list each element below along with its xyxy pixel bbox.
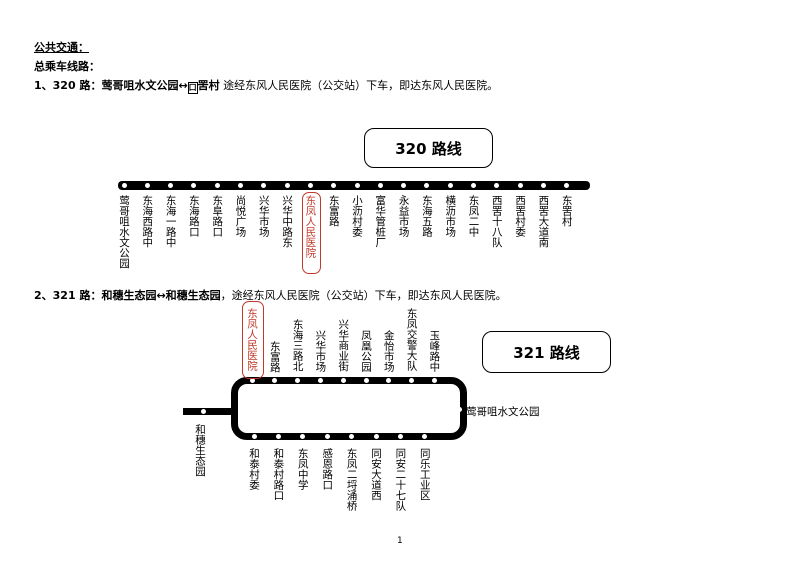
route320-stop: 东凤人民医院 [304, 195, 317, 258]
route320-stop-dot [238, 183, 243, 188]
route321-note: ，途经东风人民医院（公交站）下车，即达东风人民医院。 [220, 289, 507, 302]
route320-stop: 小沥村委 [351, 195, 363, 237]
route320-label: 320 路线 [395, 139, 462, 158]
route320-stop-dot [401, 183, 407, 188]
route320-note: 途经东风人民医院（公交站）下车，即达东风人民医院。 [219, 79, 499, 92]
route321-top-stop: 东富路 [268, 341, 281, 373]
route321-top-stop-dot [340, 378, 346, 383]
route320-stop-dot [261, 183, 267, 188]
route320-stop-dot [168, 183, 174, 188]
route320-stop: 西罟大道南 [537, 195, 550, 248]
route321-top-stop: 凤凰公园 [360, 330, 372, 372]
section-subtitle: 总乘车线路： [34, 60, 100, 73]
route321-bottom-stop-dot [275, 434, 281, 439]
route320-stop-dot [307, 183, 313, 188]
route321-top-stop-dot [272, 378, 278, 383]
route321-label: 321 路线 [513, 343, 580, 362]
route320-description: 1、320 路：莺哥咀水文公园↔口罟村 途经东风人民医院（公交站）下车，即达东风… [34, 77, 498, 94]
route320-stop: 尚悦广场 [234, 195, 247, 237]
route321-origin-dot [201, 409, 206, 414]
route321-bottom-stop-dot [422, 434, 428, 439]
route320-stop: 永益市场 [397, 195, 410, 237]
route321-bottom-stop: 和泰村委 [248, 448, 260, 490]
route321-top-stop-dot [363, 378, 369, 383]
route320-stop: 横沥市场 [444, 195, 457, 237]
route321-bottom-stop: 东凤二埒涌桥 [345, 448, 358, 511]
route320-stop: 东富路 [327, 195, 340, 227]
route320-stop: 兴华中路东 [281, 195, 294, 248]
route320-stop-dot [447, 183, 453, 188]
route320-stop: 东阜路口 [211, 195, 224, 237]
route320-stop: 西罟村委 [514, 195, 527, 237]
route321-bottom-stop: 和泰村路口 [272, 448, 285, 501]
route321-bottom-stop: 东凤中学 [296, 448, 309, 490]
section-title: 公共交通： [34, 41, 89, 54]
route321-bottom-stop-dot [251, 434, 257, 439]
route320-stop: 东海一路中 [164, 195, 177, 248]
route321-top-stop: 玉峰路中 [428, 330, 441, 372]
route321-top-stop: 东凤交警大队 [405, 308, 418, 371]
route321-loop [231, 377, 467, 440]
route321-hospital-highlight [242, 301, 264, 379]
route320-stop-dot [540, 183, 546, 188]
route321-bottom-stop-dot [300, 434, 306, 439]
route320-title: 1、320 路：莺哥咀水文公园↔ [34, 79, 188, 92]
route321-bottom-stop-dot [349, 434, 355, 439]
route320-stop-dot [331, 183, 337, 188]
route321-top-stop: 兴华商业街 [337, 319, 350, 372]
route321-spur [183, 408, 236, 415]
route320-stop-dot [517, 183, 523, 188]
route321-bottom-stop: 同安二十七队 [394, 448, 407, 511]
route321-title: 2、321 路：和穗生态园↔和穗生态园 [34, 289, 221, 302]
route320-stop: 东海五路 [420, 195, 433, 237]
route320-stop: 东凤二中 [467, 195, 480, 237]
route321-top-stop: 东凤人民医院 [246, 308, 258, 371]
route320-label-box: 320 路线 [364, 128, 493, 168]
route320-stop-dot [121, 183, 127, 188]
route321-top-stop: 兴华市场 [314, 330, 327, 372]
route321-label-box: 321 路线 [482, 331, 611, 373]
route320-stop-dot [471, 183, 476, 188]
route321-bottom-stop-dot [397, 434, 403, 439]
route320-stop-dot [191, 183, 197, 188]
route321-top-stop: 东海三路北 [291, 319, 304, 372]
route321-top-stop-dot [317, 378, 323, 383]
route321-right-dot [457, 407, 462, 412]
route321-bottom-stop-dot [324, 434, 330, 439]
route320-stop-dot [144, 183, 150, 188]
route321-top-stop-dot [386, 378, 392, 383]
route320-stop: 富华管桩厂 [374, 195, 387, 248]
route320-stop-dot [214, 183, 220, 188]
page-number: 1 [397, 536, 403, 546]
missing-glyph-box: 口 [187, 82, 198, 94]
route320-stop: 东海西路中 [141, 195, 154, 248]
route321-bottom-stop-dot [373, 434, 379, 439]
route320-stop-dot [377, 183, 383, 188]
route321-bottom-stop: 感恩路口 [321, 448, 334, 490]
route321-top-stop: 金怡市场 [382, 330, 395, 372]
route320-stop-dot [564, 183, 570, 188]
route321-bottom-stop: 同安大道西 [370, 448, 382, 501]
route321-bottom-stop: 同乐工业区 [418, 448, 431, 501]
route321-right-stop: 莺哥咀水文公园 [466, 406, 540, 418]
route321-top-stop-dot [295, 378, 301, 383]
route320-stop-dot [494, 183, 500, 188]
route320-hospital-highlight [302, 192, 321, 274]
route320-stop-dot [284, 183, 290, 188]
route320-stop-dot [424, 183, 430, 188]
route320-stop: 莺哥咀水文公园 [118, 195, 130, 269]
route320-terminus: 罟村 [197, 79, 220, 92]
route321-top-stop-dot [431, 378, 437, 383]
route320-stop: 东罟村 [560, 195, 573, 227]
route321-top-stop-dot [249, 378, 255, 383]
route320-stop: 东海路口 [187, 195, 200, 237]
route321-top-stop-dot [409, 378, 415, 383]
route320-line [118, 181, 590, 190]
route320-stop: 西罟十八队 [490, 195, 503, 248]
route321-description: 2、321 路：和穗生态园↔和穗生态园，途经东风人民医院（公交站）下车，即达东风… [34, 287, 507, 303]
route320-stop-dot [354, 183, 360, 188]
route321-origin-stop: 和穗生态园 [194, 424, 206, 477]
route320-stop: 兴华市场 [257, 195, 270, 237]
